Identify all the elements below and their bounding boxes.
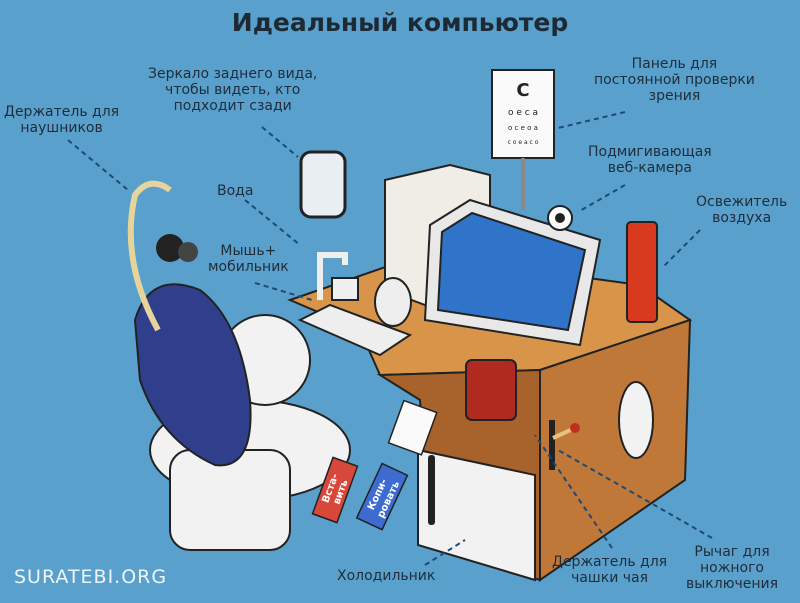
label-line: воздуха [712,210,772,226]
label-webcam: Подмигивающая веб-камера [588,144,712,176]
water-tap [317,252,348,300]
label-line: Держатель для [552,554,668,570]
svg-text:c o e a c o: c o e a c o [508,139,539,146]
air-freshener [626,221,658,323]
pointer-lines [67,111,713,566]
label-line: чашки чая [571,570,649,586]
tea-cup [465,359,517,421]
label-line: веб-камера [607,160,692,176]
label-line: Рычаг для [694,544,770,560]
pedal-copy[interactable]: Копи- ровать [355,462,409,531]
label-line: Освежитель [696,194,788,210]
headphones [156,234,184,262]
label-line: чтобы видеть, кто [165,82,301,98]
headphone-holder [127,180,172,332]
page-title: Идеальный компьютер [231,8,569,37]
label-mouse-phone: Мышь+ мобильник [208,243,289,275]
label-line: мобильник [208,259,289,275]
label-water: Вода [217,183,254,199]
label-freshener: Освежитель воздуха [696,194,787,226]
label-cup-holder: Держатель для чашки чая [552,554,667,586]
label-line: Зеркало заднего вида, [148,66,318,82]
fridge [417,448,536,582]
toilet-paper [387,399,438,456]
urinal [618,381,654,459]
keyboard [297,303,413,357]
watermark: SURATEBI.ORG [14,566,168,588]
label-line: Подмигивающая [588,144,712,160]
chair-back [133,283,252,467]
eye-chart [491,69,555,159]
label-line: Держатель для [4,104,120,120]
label-line: ножного [700,560,765,576]
label-headphone-holder: Держатель для наушников [4,104,119,136]
label-line: Мышь+ [220,243,277,259]
eye-chart-letter: C [516,80,529,101]
label-eye-chart: Панель для постоянной проверки зрения [594,56,755,104]
label-mirror: Зеркало заднего вида, чтобы видеть, кто … [148,66,317,114]
monitor-screen [436,211,587,332]
label-fridge: Холодильник [337,568,436,584]
svg-text:o c e o a: o c e o a [508,124,538,132]
svg-text:o e c a: o e c a [508,108,538,118]
pedal-paste[interactable]: Вста- вить [311,456,359,524]
label-line: выключения [686,576,779,592]
mirror [299,150,347,219]
label-line: подходит сзади [173,98,292,114]
label-line: Панель для [631,56,718,72]
label-line: постоянной проверки [594,72,755,88]
label-lever: Рычаг для ножного выключения [686,544,778,592]
label-line: наушников [20,120,103,136]
mouse [374,277,412,327]
label-line: зрения [648,88,701,104]
